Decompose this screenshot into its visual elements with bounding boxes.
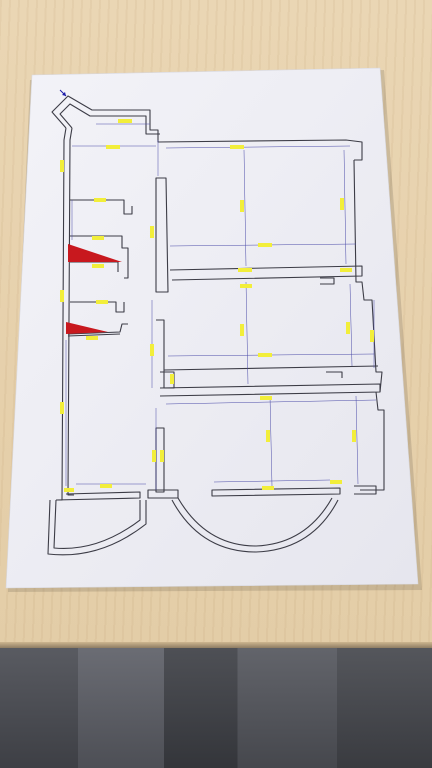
dimension-label [330, 480, 342, 484]
dimension-label [150, 226, 154, 238]
dimension-label [160, 450, 164, 462]
dimension-label [370, 330, 374, 342]
right-notch-2 [326, 371, 343, 378]
balcony-right [171, 499, 339, 553]
horizontal-wall-1 [169, 265, 363, 281]
dimension-label [100, 484, 112, 488]
left-wall-inner [67, 127, 74, 496]
desk-edge [0, 642, 432, 650]
dimension-label [118, 119, 132, 123]
arrow-marker-icon [59, 89, 67, 97]
dimension-label [150, 344, 154, 356]
dimension-label [230, 145, 244, 149]
partition-2 [70, 235, 129, 279]
dimension-label [92, 264, 104, 268]
dimension-label [60, 402, 64, 414]
dimension-label [240, 284, 252, 288]
right-wall-lower [360, 391, 385, 491]
dimension-labels [60, 119, 374, 492]
dimension-label [64, 488, 74, 492]
dimension-label [258, 353, 272, 357]
dimension-label [266, 430, 270, 442]
dimension-label [86, 336, 98, 340]
dimension-label [92, 236, 104, 240]
left-wall [56, 127, 67, 501]
dimension-label [152, 450, 156, 462]
red-triangle-lower [66, 322, 108, 334]
dimension-label [106, 145, 120, 149]
dimension-label [346, 322, 350, 334]
paper-surface [5, 67, 419, 589]
dimension-label [260, 396, 272, 400]
floor [0, 648, 432, 768]
center-wall-upper [155, 177, 169, 293]
dimension-label [352, 430, 356, 442]
balcony-left-inner [53, 499, 141, 549]
dimension-label [262, 486, 274, 490]
bottom-wall-left [55, 491, 141, 501]
dimension-label [94, 198, 106, 202]
bottom-column [147, 489, 179, 499]
floor-plan-drawing [47, 89, 385, 556]
dimension-label [240, 324, 244, 336]
dimension-label [258, 243, 272, 247]
partition-6 [67, 333, 121, 337]
balcony-left [47, 499, 147, 556]
dimension-label [340, 268, 352, 272]
partition-5 [67, 323, 128, 335]
bottom-wall-corner [354, 485, 377, 495]
floor-shade [0, 648, 432, 768]
horizontal-wall-3 [163, 365, 379, 371]
horizontal-wall-2 [159, 383, 381, 397]
outer-wall-left-inner [59, 103, 160, 135]
dimension-label [60, 290, 64, 302]
dimension-label [240, 200, 244, 212]
bottom-wall-right [211, 487, 341, 497]
red-triangle-upper [68, 244, 122, 262]
balcony-right-inner [177, 497, 333, 547]
partition-1 [70, 199, 133, 215]
dimension-label [60, 160, 64, 172]
dimension-label [170, 374, 174, 384]
dimension-label [96, 300, 108, 304]
outer-wall-left [51, 95, 363, 161]
right-notch [320, 277, 335, 285]
right-wall [353, 159, 383, 393]
dimension-label [238, 268, 252, 272]
dimension-label [340, 198, 344, 210]
